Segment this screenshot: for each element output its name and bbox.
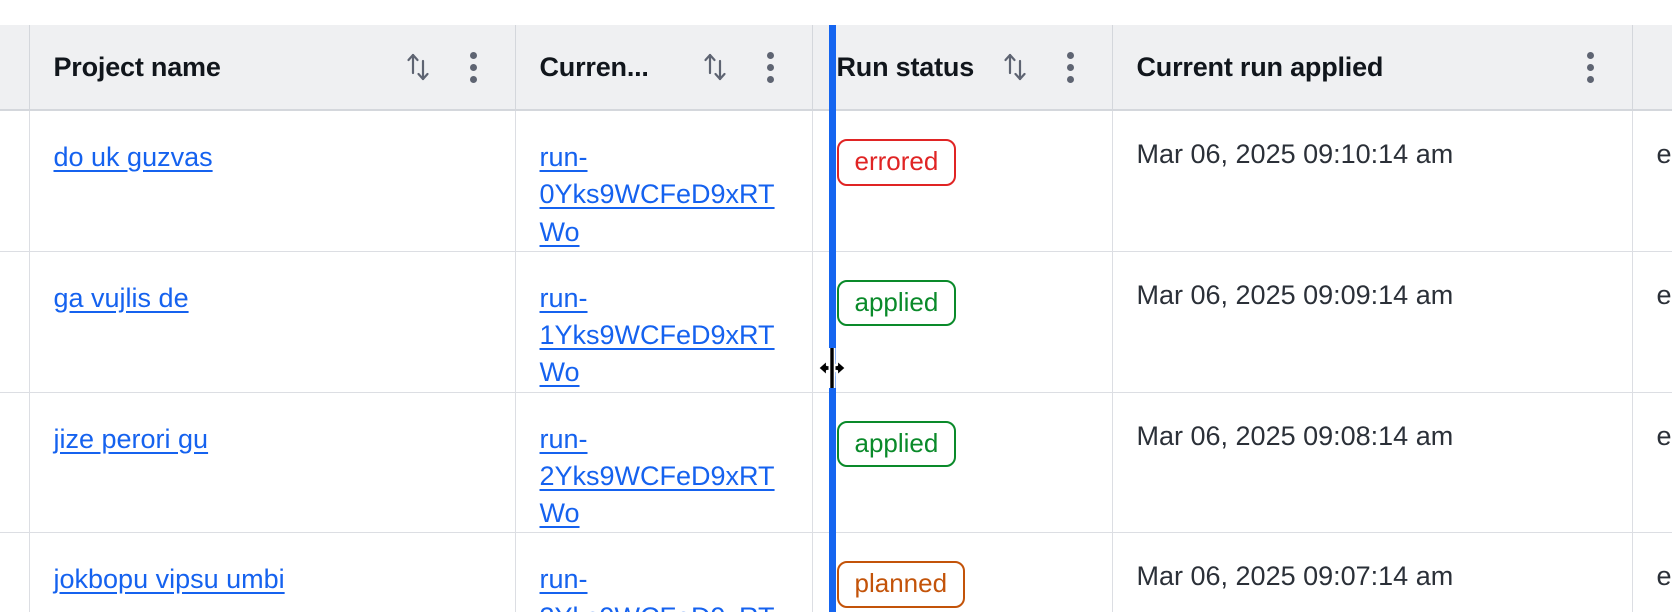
status-badge: applied [836,279,957,327]
vcs-repo-value: e [1656,279,1672,310]
current-run-applied-value: Mar 06, 2025 09:08:14 am [1136,420,1454,451]
project-name-link[interactable]: jize perori gu [53,423,209,454]
cell-project-name: jize perori gu [29,392,516,534]
column-header-run-status[interactable]: Run status [812,25,1113,111]
cell-current-run-applied: Mar 06, 2025 09:09:14 am [1112,251,1633,393]
cell-vcs-repo: e [1632,251,1672,393]
column-menu-icon[interactable] [457,47,491,87]
column-menu-icon[interactable] [754,47,788,87]
current-run-link[interactable]: run-3Yks9WCFeD9xRTWo [539,564,775,612]
row-select-cell[interactable] [0,110,30,252]
table-top-strip [0,0,1672,25]
status-badge: errored [836,139,957,186]
current-run-link[interactable]: run-2Yks9WCFeD9xRTWo [539,423,775,529]
current-run-link[interactable]: run-1Yks9WCFeD9xRTWo [539,282,775,388]
cell-vcs-repo: e [1632,110,1672,252]
cell-run-status: applied [812,251,1113,393]
cell-vcs-repo: e [1632,392,1672,534]
column-header-current-run[interactable]: Curren... [515,25,813,111]
sort-icon[interactable] [401,47,435,87]
header-row: Project name [0,25,1672,111]
cell-current-run: run-1Yks9WCFeD9xRTWo [515,251,813,393]
column-header-run-status-label: Run status [836,51,975,82]
cell-current-run: run-2Yks9WCFeD9xRTWo [515,392,813,534]
cell-run-status: applied [812,392,1113,534]
table-body: do uk guzvas run-0Yks9WCFeD9xRTWo errore… [0,110,1672,612]
column-header-project-name-label: Project name [53,51,221,82]
cell-project-name: jokbopu vipsu umbi [29,532,516,612]
column-header-current-run-applied[interactable]: Current run applied [1112,25,1633,111]
table-header: Project name [0,25,1672,111]
project-name-link[interactable]: ga vujlis de [53,282,189,313]
project-name-link[interactable]: jokbopu vipsu umbi [53,564,285,595]
column-header-select [0,25,30,111]
projects-table: Project name [0,25,1672,612]
column-header-current-run-applied-label: Current run applied [1136,51,1384,82]
cell-run-status: errored [812,110,1113,252]
project-name-link[interactable]: do uk guzvas [53,142,213,172]
cell-current-run: run-3Yks9WCFeD9xRTWo [515,532,813,612]
current-run-applied-value: Mar 06, 2025 09:10:14 am [1136,139,1454,169]
column-header-vcs-repo[interactable]: V [1632,25,1672,111]
column-header-project-name[interactable]: Project name [29,25,516,111]
cell-current-run-applied: Mar 06, 2025 09:07:14 am [1112,532,1633,612]
column-menu-icon[interactable] [1054,47,1088,87]
row-select-cell[interactable] [0,251,30,393]
cell-project-name: do uk guzvas [29,110,516,252]
vcs-repo-value: e [1656,420,1672,451]
sort-icon[interactable] [998,47,1032,87]
current-run-applied-value: Mar 06, 2025 09:07:14 am [1136,561,1454,592]
table-row: do uk guzvas run-0Yks9WCFeD9xRTWo errore… [0,110,1672,252]
table-row: jokbopu vipsu umbi run-3Yks9WCFeD9xRTWo … [0,532,1672,612]
cell-current-run-applied: Mar 06, 2025 09:10:14 am [1112,110,1633,252]
column-menu-icon[interactable] [1574,47,1608,87]
table-row: ga vujlis de run-1Yks9WCFeD9xRTWo applie… [0,251,1672,393]
cell-vcs-repo: e [1632,532,1672,612]
vcs-repo-value: e [1656,561,1672,592]
row-select-cell[interactable] [0,392,30,534]
sort-icon[interactable] [698,47,732,87]
cell-current-run: run-0Yks9WCFeD9xRTWo [515,110,813,252]
table-row: jize perori gu run-2Yks9WCFeD9xRTWo appl… [0,392,1672,534]
cell-current-run-applied: Mar 06, 2025 09:08:14 am [1112,392,1633,534]
row-select-cell[interactable] [0,532,30,612]
status-badge: applied [836,420,957,468]
cell-run-status: planned [812,532,1113,612]
cell-project-name: ga vujlis de [29,251,516,393]
current-run-applied-value: Mar 06, 2025 09:09:14 am [1136,279,1454,310]
status-badge: planned [836,561,966,608]
vcs-repo-value: e [1656,139,1672,169]
current-run-link[interactable]: run-0Yks9WCFeD9xRTWo [539,142,775,247]
column-header-current-run-label: Curren... [539,51,649,82]
